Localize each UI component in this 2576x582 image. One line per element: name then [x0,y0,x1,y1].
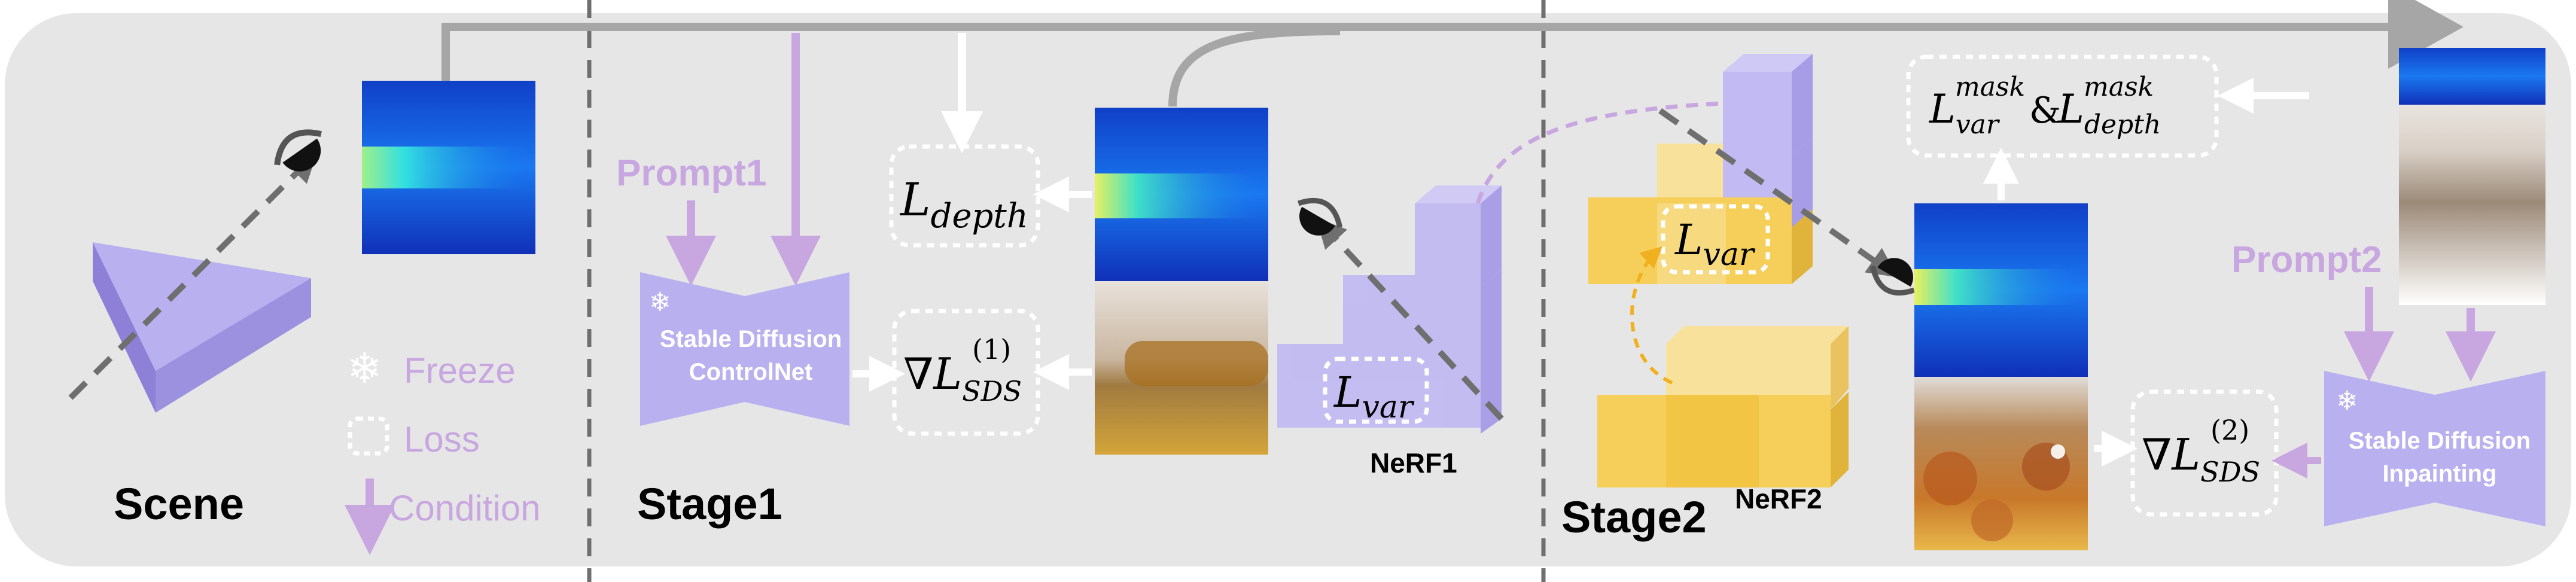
stage2-rendered-depth [1914,203,2088,377]
nerf2-blocks [1597,326,1849,487]
stage2-loss-sds-base: ∇L [2142,429,2200,480]
stage2-loss-mask-a-base: L [1929,86,1956,132]
legend-loss-swatch [348,416,389,456]
stage2-model-name-2: Inpainting [2382,461,2496,487]
stage2-loss-var: Lvar [1661,204,1770,275]
snowflake-icon: ❄ [347,344,382,393]
stage2-section: Lvar NeRF2 [1561,48,2545,550]
snowflake-icon: ❄ [2336,386,2358,416]
stage1-rendered-image [1095,281,1268,455]
stage2-model-block: ❄ Stable Diffusion Inpainting [2324,371,2545,526]
legend: ❄ Freeze Loss Condition [345,344,541,555]
stage2-var-dashed-arrow [1630,246,1673,385]
svg-text:Ldepth: Ldepth [899,173,1028,236]
stage1-loss-var-base: L [1333,368,1362,417]
stage2-loss-mask-b-sub: depth [2084,109,2161,140]
scene-section: ❄ Freeze Loss Condition Scene [68,81,541,555]
stage2-loss-mask-b-base: L [2057,86,2084,132]
stage2-loss-var-base: L [1674,215,1703,264]
stage2-loss-var-sub: var [1703,237,1755,273]
svg-text:∇LSDS: ∇LSDS [2142,429,2260,488]
stage2-rendered-image [1914,377,2088,550]
stage2-view-ray [1658,108,1898,278]
camera-prism-icon [93,242,311,413]
stage2-loss-mask-a-sup: mask [1955,72,2025,102]
stage1-loss-depth-base: L [899,173,930,226]
stage1-model-name-1: Stable Diffusion [660,326,842,352]
stage1-model-block: ❄ Stable Diffusion ControlNet [640,272,849,426]
stage1-to-stage2-dashed-arrow [1475,91,1786,205]
stage1-loss-sds-base: ∇L [903,349,962,399]
stage2-loss-sds-sup: (2) [2210,414,2249,446]
stage2-reference-image [2399,48,2545,305]
scene-depth-image [362,81,535,254]
legend-condition: Condition [389,488,541,528]
stage1-loss-sds-sub: SDS [962,375,1022,407]
section-label-scene: Scene [114,479,244,529]
stage2-loss-mask-b-sup: mask [2084,72,2154,102]
nerf2-label: NeRF2 [1735,483,1822,514]
svg-text:Lvar: Lvar [1929,86,2000,140]
svg-text:Ldepth: Ldepth [2057,86,2161,140]
stage2-loss-join: & [2029,90,2061,132]
svg-text:∇LSDS: ∇LSDS [903,349,1022,407]
section-label-stage1: Stage1 [637,479,782,529]
stage1-loss-var: Lvar [1323,356,1429,425]
stage1-prompt: Prompt1 [616,153,766,194]
stage1-loss-depth: Ldepth [889,144,1040,248]
svg-text:Lvar: Lvar [1333,368,1415,425]
nerf1-blocks [1277,185,1502,434]
stage2-loss-mask: Lvar mask & Ldepth mask [1906,54,2219,158]
stage2-loss-sds-sub: SDS [2200,456,2260,488]
snowflake-icon: ❄ [649,287,671,318]
stage1-view-ray [1316,217,1504,421]
stage2-model-name-1: Stable Diffusion [2349,428,2531,454]
stage1-loss-var-sub: var [1362,389,1414,425]
eye-icon [274,129,322,172]
stage1-loss-depth-sub: depth [930,197,1028,236]
stage1-loss-sds: ∇LSDS (1) [892,309,1040,436]
stage2-loss-mask-a-sub: var [1956,109,2000,140]
stage1-rendered-depth [1095,108,1268,281]
eye-icon [1869,258,1916,296]
scene-view-ray [68,152,318,400]
svg-text:Lvar: Lvar [1674,215,1756,273]
top-routing-arrow [441,0,2464,81]
nerf1-label: NeRF1 [1370,447,1457,479]
legend-freeze: Freeze [404,351,516,391]
legend-loss: Loss [404,419,480,459]
stage2-upper-blocks [1588,54,1813,284]
stage1-section: Prompt1 ❄ Stable Diffusion ControlNet Ld… [616,33,1786,529]
stage1-loss-sds-sup: (1) [972,333,1011,365]
stage1-model-name-2: ControlNet [689,359,813,385]
stage2-loss-sds: ∇LSDS (2) [2130,389,2279,517]
section-label-stage2: Stage2 [1561,492,1707,542]
stage2-prompt: Prompt2 [2231,239,2382,281]
stage1-render-arrow [1168,27,1341,107]
eye-icon [1297,197,1343,236]
